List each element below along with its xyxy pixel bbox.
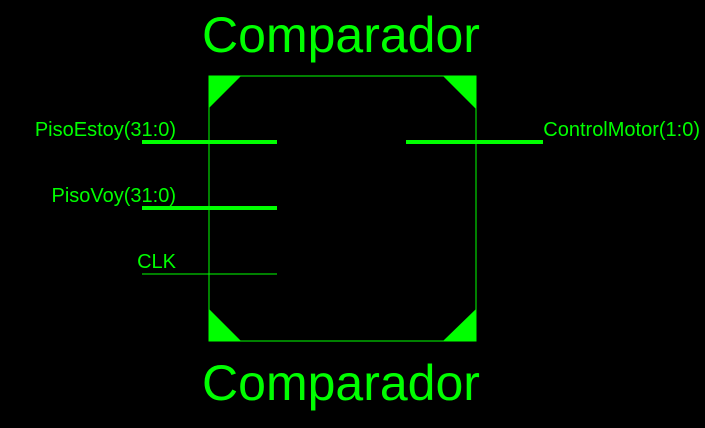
pin-label-piso-estoy: PisoEstoy(31:0) xyxy=(35,119,176,141)
corner-marker-top-right xyxy=(443,76,476,109)
corner-marker-bottom-left xyxy=(209,309,241,341)
pin-label-control-motor: ControlMotor(1:0) xyxy=(543,119,700,141)
corner-marker-bottom-right xyxy=(443,309,476,341)
pin-label-piso-voy: PisoVoy(31:0) xyxy=(51,185,176,207)
component-title-bottom: Comparador xyxy=(202,355,480,411)
pin-label-clk: CLK xyxy=(137,251,177,273)
component-title-top: Comparador xyxy=(202,7,480,63)
corner-marker-top-left xyxy=(209,76,241,108)
